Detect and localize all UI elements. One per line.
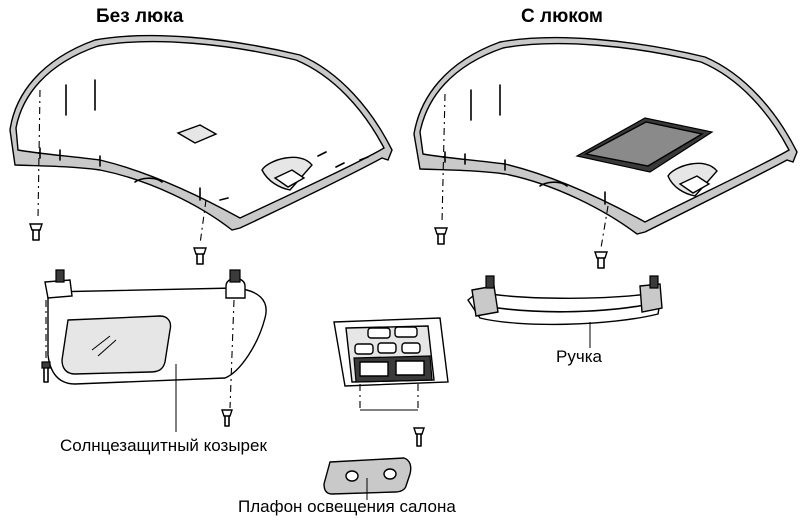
title-with-sunroof: С люком xyxy=(521,6,603,27)
grab-handle xyxy=(467,275,663,348)
label-dome-light: Плафон освещения салона xyxy=(238,497,456,516)
headliner-without-sunroof xyxy=(9,34,393,265)
dome-light-assembly xyxy=(323,317,449,500)
label-handle: Ручка xyxy=(556,347,602,366)
headliner-with-sunroof xyxy=(413,36,798,269)
title-without-sunroof: Без люка xyxy=(96,6,184,27)
sun-visor xyxy=(41,269,267,432)
label-sun-visor: Солнцезащитный козырек xyxy=(60,436,267,455)
